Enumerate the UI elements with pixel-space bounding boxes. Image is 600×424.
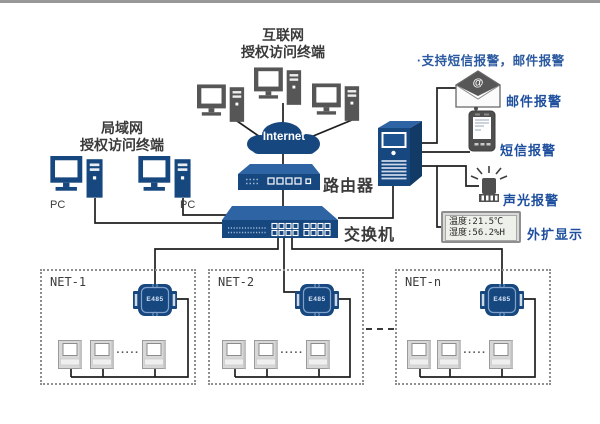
top-border-bar	[0, 0, 600, 3]
pc-icon-1	[50, 156, 106, 203]
net-label-1: NET-1	[50, 275, 87, 289]
email-icon: @	[455, 70, 501, 108]
top-terminal-title-line1: 互联网	[262, 27, 304, 43]
device-icon	[90, 340, 116, 370]
net-separator-dashes	[366, 328, 394, 330]
lan-terminal-title-line1: 局域网	[101, 120, 143, 136]
device-icon	[222, 340, 248, 370]
computer-icon-1	[197, 84, 247, 127]
sound-light-alarm-label: 声光报警	[503, 193, 560, 208]
ext-display-label: 外扩显示	[527, 227, 584, 242]
net-box-2: NET-2	[208, 269, 364, 385]
device-icon	[254, 340, 280, 370]
at-symbol: @	[473, 77, 484, 89]
device-icon	[58, 340, 84, 370]
device-ellipsis-n: ·····	[463, 347, 487, 359]
pc-icon-2	[138, 156, 194, 203]
server-icon	[378, 121, 422, 186]
lcd-display: 温度:21.5℃ 湿度:56.2%H	[441, 211, 521, 243]
net-box-1: NET-1	[40, 269, 196, 385]
top-terminal-title-line2: 授权访问终端	[241, 44, 325, 60]
lan-terminal-title-line2: 授权访问终端	[80, 137, 164, 153]
phone-icon	[468, 106, 496, 152]
switch-label: 交换机	[344, 227, 396, 244]
device-icon	[437, 340, 463, 370]
device-icon	[142, 340, 168, 370]
net-box-n: NET-n	[395, 269, 551, 385]
computer-icon-2	[254, 67, 304, 110]
net-label-2: NET-2	[218, 275, 255, 289]
e485-label-n: E485	[493, 296, 511, 303]
device-ellipsis-2: ·····	[280, 347, 304, 359]
siren-icon	[470, 166, 508, 202]
net-label-n: NET-n	[405, 275, 442, 289]
switch-icon	[222, 206, 338, 238]
alarm-note: ·支持短信报警，邮件报警	[417, 54, 565, 68]
top-terminal-title: 互联网 授权访问终端	[223, 27, 343, 61]
email-alarm-label: 邮件报警	[506, 94, 563, 109]
pc-label-1: PC	[50, 199, 66, 211]
internet-cloud-icon	[247, 122, 320, 154]
pc-label-2: PC	[180, 199, 196, 211]
router-icon	[238, 164, 320, 190]
sms-alarm-label: 短信报警	[500, 143, 557, 158]
humidity-reading: 湿度:56.2%H	[449, 228, 505, 238]
device-icon	[306, 340, 332, 370]
device-icon	[407, 340, 433, 370]
e485-label-2: E485	[308, 296, 326, 303]
device-icon	[489, 340, 515, 370]
internet-label: Internet	[262, 131, 306, 143]
device-ellipsis-1: ·····	[116, 347, 140, 359]
e485-label-1: E485	[146, 296, 164, 303]
temperature-reading: 温度:21.5℃	[449, 217, 504, 227]
router-label: 路由器	[323, 178, 375, 195]
lan-terminal-title: 局域网 授权访问终端	[62, 120, 182, 154]
